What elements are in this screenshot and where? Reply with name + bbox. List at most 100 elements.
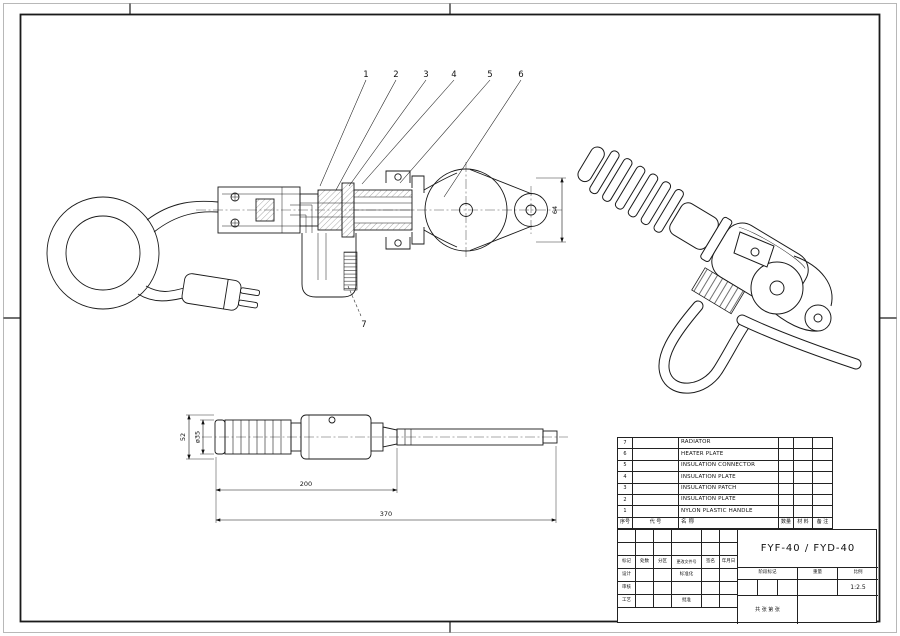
header-qty: 数量 (779, 517, 794, 528)
part-no: 5 (618, 460, 633, 472)
scale-value: 1:2.5 (838, 580, 878, 596)
blank-cell (618, 608, 738, 624)
dim-dia-label: ø35 (194, 431, 202, 443)
drawing-frame (3, 3, 897, 633)
handle-housing (217, 186, 301, 234)
iso-handles (658, 300, 862, 394)
dim-370: 370 (215, 446, 557, 523)
callout-leader-3 (348, 79, 427, 187)
header-material: 材 料 (794, 517, 813, 528)
header-name: 名 称 (679, 517, 779, 528)
centering-marks (3, 3, 897, 633)
part-qty (779, 506, 794, 517)
part-no: 4 (618, 472, 633, 483)
part-qty (779, 472, 794, 483)
part-qty (779, 494, 794, 506)
rev-cell (672, 543, 702, 556)
sig-cell (654, 595, 672, 608)
part-remark (813, 472, 832, 482)
scale-label: 比例 (838, 568, 878, 580)
lower-handle (290, 204, 358, 298)
part-material (794, 494, 813, 506)
header-remark: 备 注 (816, 519, 829, 526)
sig-cell (636, 595, 654, 608)
part-name: RADIATOR (679, 438, 779, 449)
part-no: 1 (618, 506, 633, 517)
table-header-row: 序号 代 号 名 称 数量 材 料 备 注 (618, 516, 832, 528)
role-craft-label: 工艺 (618, 595, 636, 608)
side-view: 64 1 2 3 4 5 6 7 (46, 70, 566, 330)
rev-doc-label: 更改文件号 (672, 556, 702, 569)
rev-cell (654, 530, 672, 543)
iso-heatsink (691, 267, 746, 315)
sheet-info: 共 张 第 张 (738, 596, 798, 624)
part-name: NYLON PLASTIC HANDLE (679, 506, 779, 517)
rev-cell (636, 543, 654, 556)
sig-cell (654, 582, 672, 595)
callout-5: 5 (487, 70, 492, 80)
bv-shaft-end (542, 430, 558, 444)
part-material (794, 483, 813, 494)
part-code (633, 506, 679, 517)
part-code (633, 460, 679, 472)
part-no: 7 (618, 438, 633, 449)
dim-head-label: 64 (551, 206, 559, 214)
part-remark (813, 461, 832, 471)
table-row: 6 HEATER PLATE (618, 448, 832, 460)
weight-label: 重量 (798, 568, 838, 580)
sig-cell (636, 582, 654, 595)
part-name: INSULATION PLATE (679, 472, 779, 483)
part-remark (813, 484, 832, 494)
insulation-stack (299, 182, 413, 238)
head-dimension: 64 (536, 177, 566, 243)
callout-7: 7 (361, 320, 366, 330)
role-design-label: 设计 (618, 569, 636, 582)
callout-2: 2 (393, 70, 398, 80)
iso-view (577, 146, 862, 394)
header-no: 序号 (618, 517, 633, 528)
iso-clamp-arm (733, 231, 833, 332)
role-approve-label: 批准 (672, 595, 702, 608)
sig-cell (720, 569, 738, 582)
rev-count-label: 处数 (636, 556, 654, 569)
power-plug (181, 273, 260, 311)
rev-sign-label: 签名 (702, 556, 720, 569)
part-material (794, 472, 813, 483)
callout-4: 4 (451, 70, 456, 80)
part-name: HEATER PLATE (679, 449, 779, 460)
part-qty (779, 460, 794, 472)
rev-cell (636, 530, 654, 543)
part-code (633, 449, 679, 460)
header-code: 代 号 (633, 517, 679, 528)
part-material (794, 449, 813, 460)
product-title: FYF-40 / FYD-40 (738, 530, 878, 568)
dim-barrel-width: 52 (179, 414, 214, 460)
part-no: 2 (618, 494, 633, 506)
part-remark (813, 438, 832, 448)
callout-6: 6 (518, 70, 523, 80)
clamp-head (423, 168, 548, 252)
rev-cell (720, 543, 738, 556)
sig-cell (702, 582, 720, 595)
bottom-view: 52 ø35 200 370 (179, 414, 568, 523)
callout-leader-1 (319, 79, 367, 187)
part-no: 6 (618, 449, 633, 460)
part-name: INSULATION PLATE (679, 494, 779, 506)
table-row: 2 INSULATION PLATE (618, 493, 832, 506)
sig-cell (720, 582, 738, 595)
sig-cell (636, 569, 654, 582)
role-standard-label: 标准化 (672, 569, 702, 582)
callout-leader-7 (347, 285, 362, 317)
part-no: 3 (618, 483, 633, 494)
table-row: 3 INSULATION PATCH (618, 482, 832, 494)
sig-cell (702, 569, 720, 582)
part-name: INSULATION CONNECTOR (679, 460, 779, 472)
dim-52-label: 52 (179, 433, 187, 441)
sig-cell (720, 595, 738, 608)
callout-leader-5 (399, 79, 491, 184)
callout-leader-2 (335, 79, 397, 191)
part-code (633, 483, 679, 494)
part-material (794, 438, 813, 449)
callout-numbers: 1 2 3 4 5 6 7 (361, 70, 523, 330)
